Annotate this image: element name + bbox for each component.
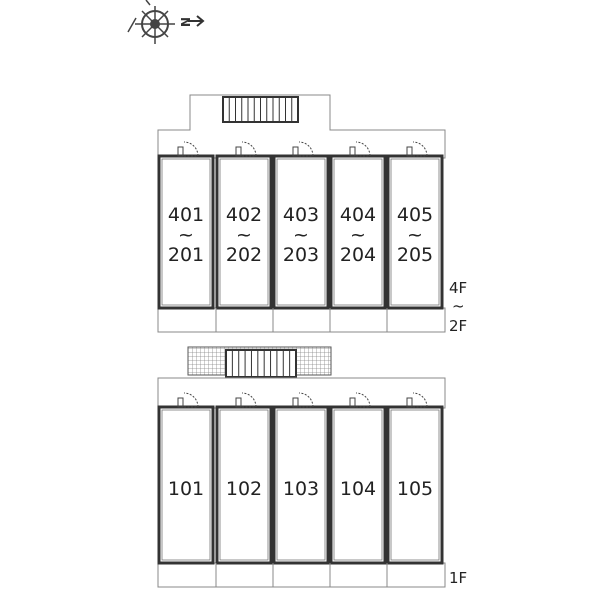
door-icon: [406, 392, 428, 408]
unit-number-sep: ~: [178, 224, 194, 246]
unit-number-top: 405: [397, 204, 433, 226]
lower-unit-4: 105: [386, 392, 444, 587]
upper-unit-1: 402~202: [215, 141, 273, 332]
unit-number-sep: ~: [293, 224, 309, 246]
compass-rose-icon: [127, 0, 175, 44]
unit-number: 105: [397, 478, 433, 500]
unit-number-sep: ~: [350, 224, 366, 246]
upper-corridor-outline: [157, 94, 446, 159]
unit-number: 101: [168, 478, 204, 500]
unit-number-sep: ~: [407, 224, 423, 246]
upper-unit-4: 405~205: [386, 141, 444, 332]
unit-number: 104: [340, 478, 376, 500]
lower-unit-1: 102: [215, 392, 273, 587]
upper-staircase: [222, 96, 299, 123]
door-icon: [349, 141, 371, 157]
unit-number: 102: [226, 478, 262, 500]
upper-unit-3: 404~204: [329, 141, 387, 332]
floor-label-bottom: 2F: [449, 317, 467, 335]
upper-balcony: [157, 307, 446, 333]
unit-number-top: 404: [340, 204, 376, 226]
floor-label-sep: ~: [452, 297, 465, 315]
lower-block: 101 102 103 104 105 1F: [157, 346, 467, 588]
door-icon: [177, 141, 199, 157]
floor-label-top: 4F: [449, 279, 467, 297]
lower-unit-3: 104: [329, 392, 387, 587]
unit-number-bottom: 203: [283, 244, 319, 266]
door-icon: [292, 392, 314, 408]
unit-number: 103: [283, 478, 319, 500]
unit-number-bottom: 205: [397, 244, 433, 266]
door-icon: [235, 141, 257, 157]
unit-number-bottom: 204: [340, 244, 376, 266]
lower-staircase: [225, 349, 297, 378]
unit-number-bottom: 202: [226, 244, 262, 266]
door-icon: [406, 141, 428, 157]
unit-number-top: 401: [168, 204, 204, 226]
lower-balcony: [157, 562, 446, 588]
unit-number-top: 402: [226, 204, 262, 226]
compass-arrow-icon: [188, 15, 205, 27]
lower-floor-label: 1F: [449, 569, 467, 587]
door-icon: [235, 392, 257, 408]
lower-unit-2: 103: [272, 392, 330, 587]
door-icon: [349, 392, 371, 408]
compass-north-label: N: [178, 17, 192, 27]
door-icon: [292, 141, 314, 157]
upper-unit-2: 403~203: [272, 141, 330, 332]
lower-unit-0: 101: [157, 392, 215, 565]
door-icon: [177, 392, 199, 408]
unit-number-bottom: 201: [168, 244, 204, 266]
upper-unit-0: 401~201: [157, 141, 215, 310]
unit-number-sep: ~: [236, 224, 252, 246]
unit-number-top: 403: [283, 204, 319, 226]
upper-floor-label: 4F ~ 2F: [449, 279, 467, 335]
